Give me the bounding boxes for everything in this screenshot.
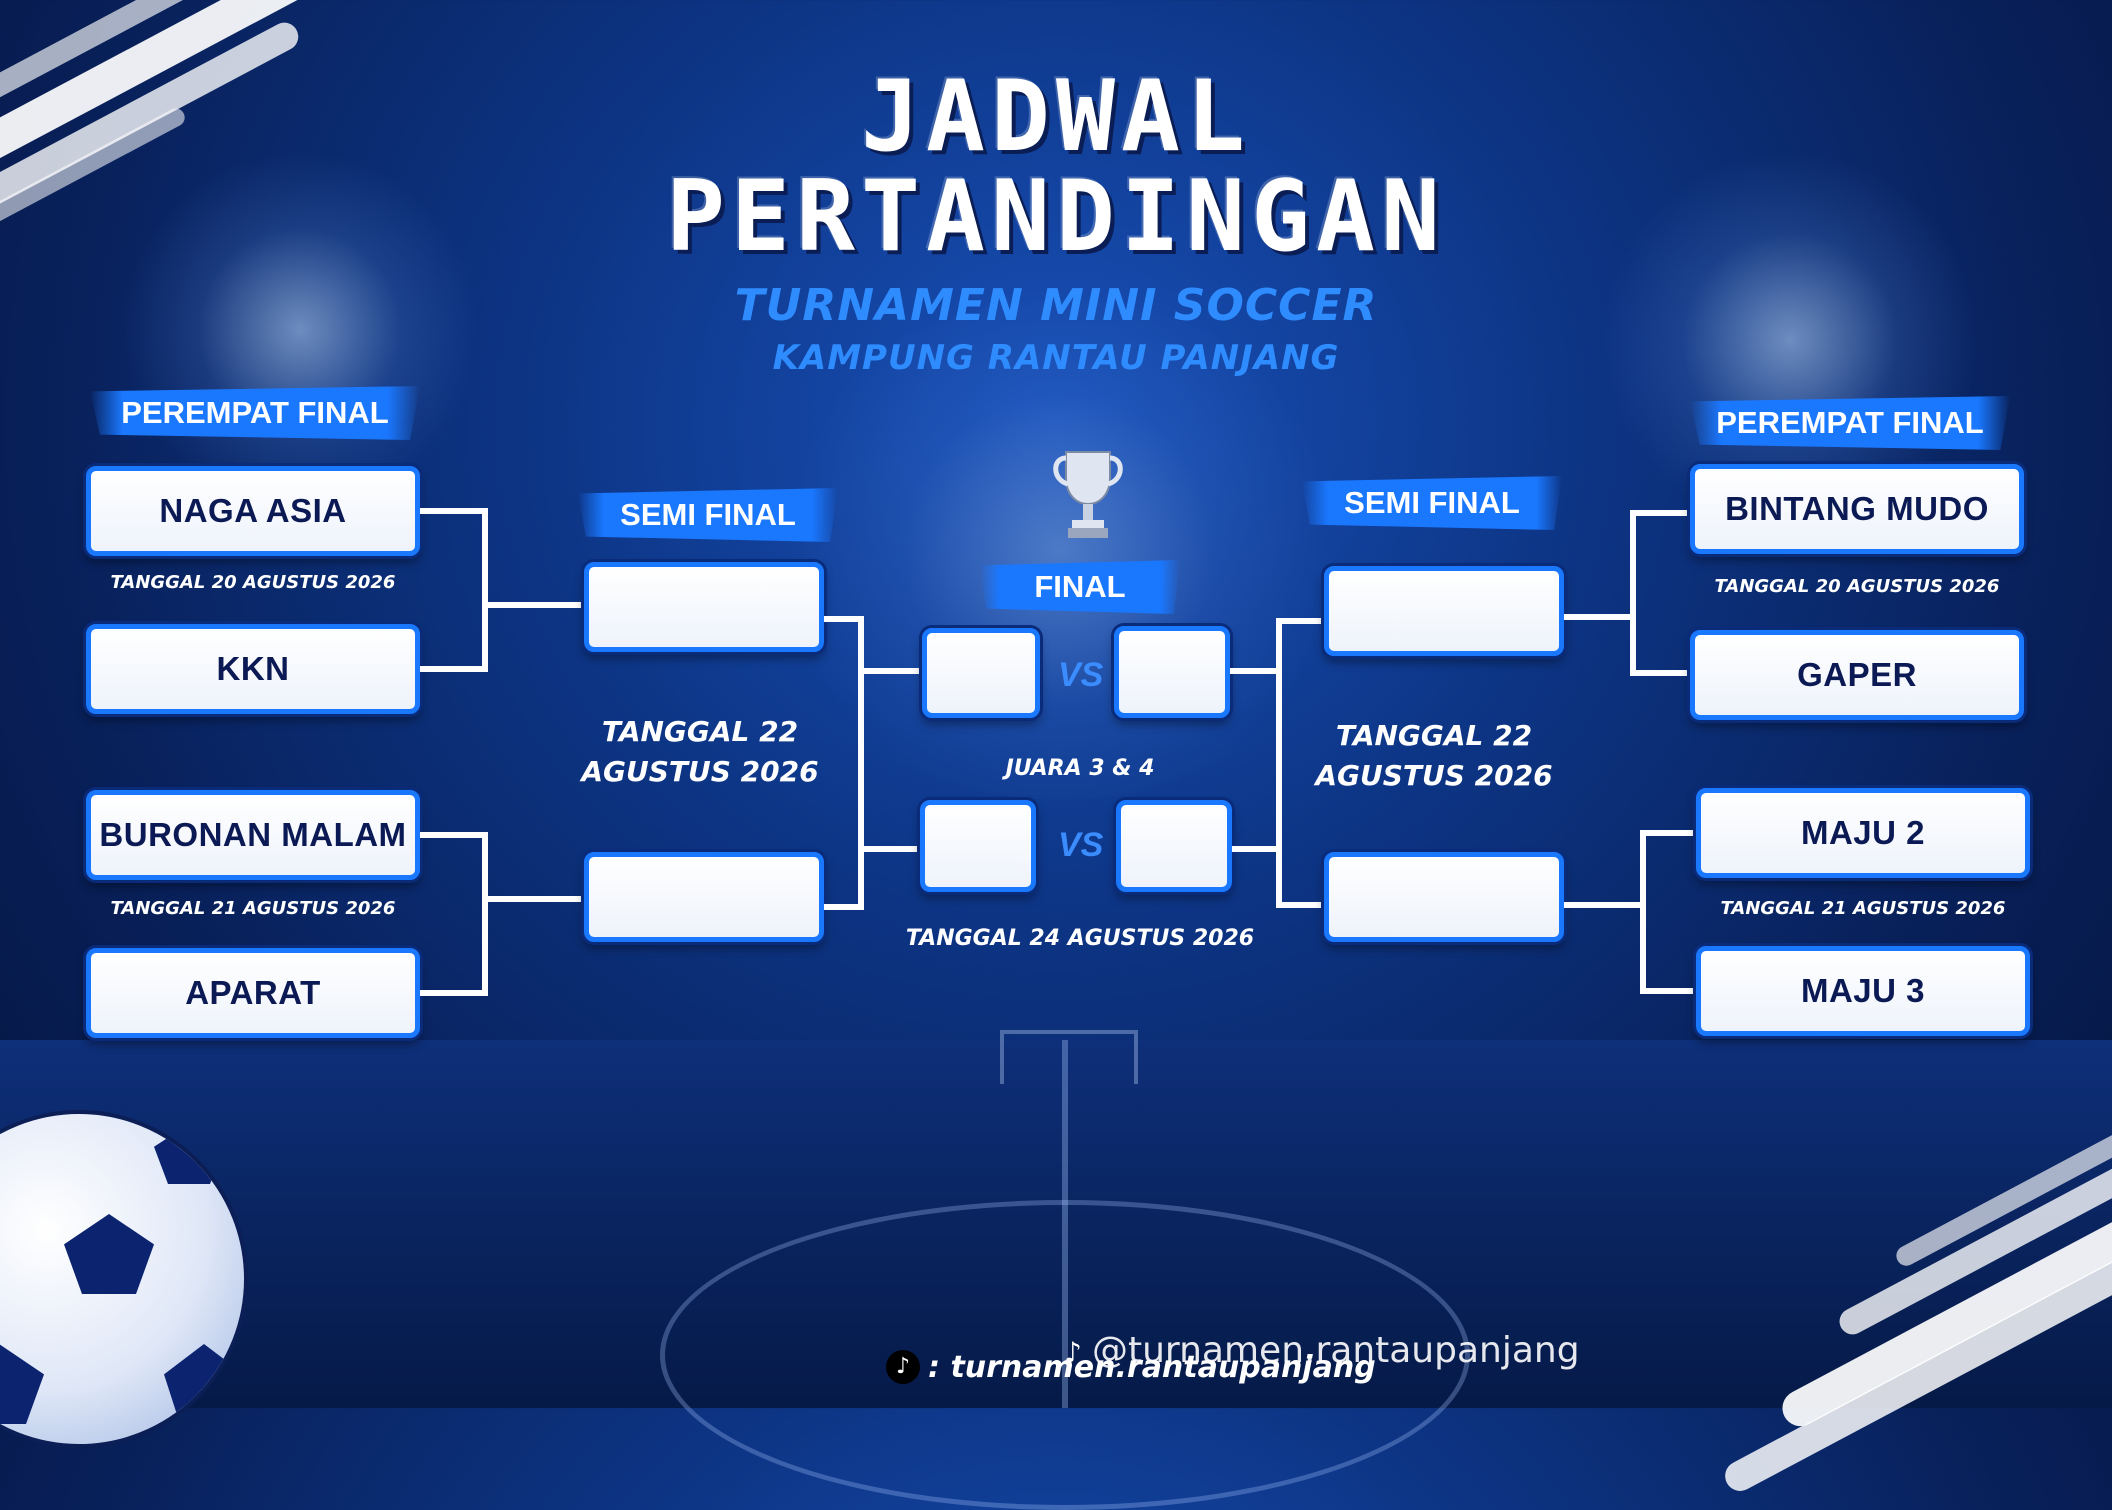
left-team-buronan-malam: BURONAN MALAM — [86, 790, 420, 880]
bracket-line — [1276, 618, 1282, 908]
bracket-line — [1640, 830, 1696, 836]
right-semi-date-line2: AGUSTUS 2026 — [1315, 759, 1553, 792]
trophy-icon — [1048, 448, 1128, 540]
right-semi-slot-top — [1324, 566, 1564, 656]
right-semi-date-line1: TANGGAL 22 — [1335, 719, 1533, 752]
left-match1-date: TANGGAL 20 AGUSTUS 2026 — [110, 572, 396, 593]
bracket-line — [1230, 668, 1282, 674]
left-team-kkn: KKN — [86, 624, 420, 714]
bracket-line — [858, 616, 864, 910]
left-team-aparat: APARAT — [86, 948, 420, 1038]
left-semi-slot-top — [584, 562, 824, 652]
tiktok-handle: : turnamen.rantaupanjang — [928, 1350, 1376, 1385]
bracket-line — [858, 846, 920, 852]
bracket-line — [482, 602, 584, 608]
bracket-line — [1564, 614, 1636, 620]
right-team-bintang-mudo: BINTANG MUDO — [1690, 464, 2024, 554]
tiktok-overlay-icon: ♪ — [1064, 1336, 1082, 1369]
bracket-line — [482, 896, 584, 902]
pitch-goal — [1000, 1030, 1138, 1084]
bracket-line — [420, 508, 488, 514]
bracket-line — [420, 666, 488, 672]
bracket-line — [1564, 902, 1640, 908]
right-match1-date: TANGGAL 20 AGUSTUS 2026 — [1714, 576, 2000, 597]
bracket-line — [1276, 618, 1326, 624]
third-place-vs-label: VS — [1058, 826, 1104, 864]
stadium-light — [120, 150, 480, 510]
final-label: FINAL — [980, 560, 1180, 614]
tiktok-overlay-handle: @turnamen.rantaupanjang — [1092, 1330, 1580, 1371]
left-match2-date: TANGGAL 21 AGUSTUS 2026 — [110, 898, 396, 919]
page-title-line1: JADWAL — [860, 60, 1251, 174]
final-slot-left — [922, 628, 1040, 718]
third-place-slot-left — [920, 800, 1036, 892]
bracket-line — [1276, 902, 1326, 908]
right-match2-date: TANGGAL 21 AGUSTUS 2026 — [1720, 898, 2006, 919]
right-quarter-final-label: PEREMPAT FINAL — [1690, 396, 2010, 450]
left-semi-date-line1: TANGGAL 22 — [601, 715, 799, 748]
bracket-line — [1232, 846, 1282, 852]
bracket-line — [1640, 988, 1696, 994]
bracket-line — [1640, 830, 1646, 994]
right-semi-slot-bottom — [1324, 852, 1564, 942]
left-team-naga-asia: NAGA ASIA — [86, 466, 420, 556]
right-team-gaper: GAPER — [1690, 630, 2024, 720]
page-title-line2: PERTANDINGAN — [665, 160, 1446, 274]
bracket-line — [1630, 510, 1690, 516]
right-team-maju-3: MAJU 3 — [1696, 946, 2030, 1036]
bracket-line — [824, 616, 864, 622]
subtitle-line2: KAMPUNG RANTAU PANJANG — [772, 338, 1340, 378]
left-quarter-final-label: PEREMPAT FINAL — [90, 386, 420, 440]
bracket-line — [1630, 670, 1690, 676]
soccer-ball-icon — [0, 1110, 248, 1448]
left-semi-final-label: SEMI FINAL — [578, 488, 838, 542]
right-semi-final-label: SEMI FINAL — [1302, 476, 1562, 530]
bracket-line — [1630, 510, 1636, 676]
bracket-line — [482, 832, 488, 996]
third-place-slot-right — [1116, 800, 1232, 892]
final-date: TANGGAL 24 AGUSTUS 2026 — [905, 926, 1255, 951]
tiktok-icon: ♪ — [886, 1350, 920, 1384]
bracket-line — [858, 668, 922, 674]
bracket-line — [824, 904, 864, 910]
final-slot-right — [1114, 626, 1230, 718]
final-vs-label: VS — [1058, 656, 1104, 694]
bracket-line — [482, 508, 488, 672]
bracket-line — [420, 990, 488, 996]
third-place-label: JUARA 3 & 4 — [1005, 756, 1155, 781]
right-team-maju-2: MAJU 2 — [1696, 788, 2030, 878]
left-semi-date-line2: AGUSTUS 2026 — [581, 755, 819, 788]
left-semi-slot-bottom — [584, 852, 824, 942]
subtitle-line1: TURNAMEN MINI SOCCER — [734, 280, 1378, 331]
bracket-line — [420, 832, 488, 838]
